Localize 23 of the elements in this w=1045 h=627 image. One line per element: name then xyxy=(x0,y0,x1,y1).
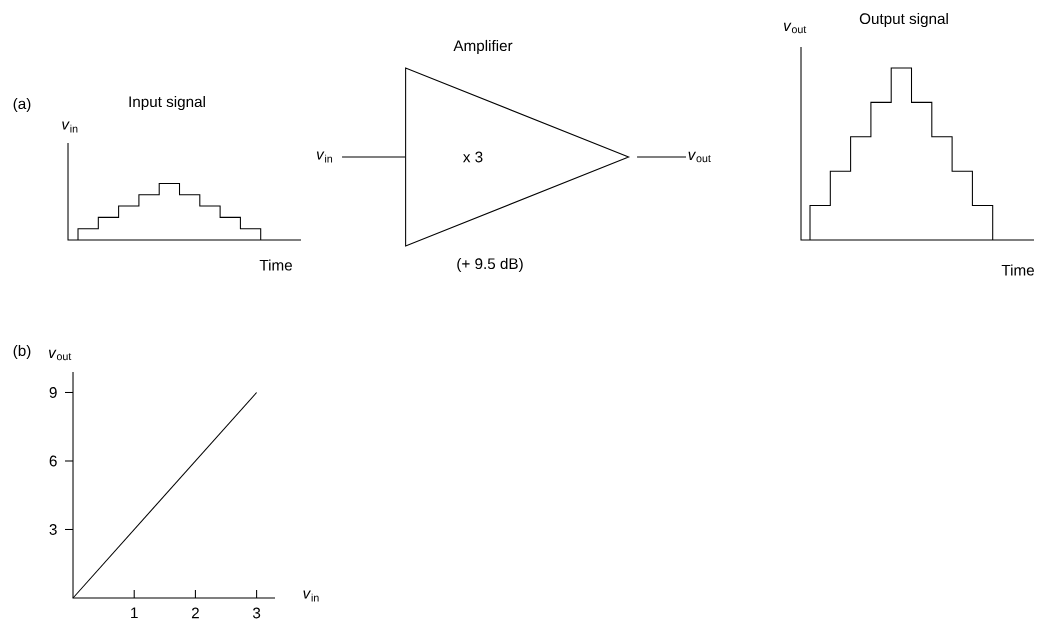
signal-wire xyxy=(341,156,406,158)
tick-label: 3 xyxy=(49,524,57,535)
axis-label: Time xyxy=(259,259,292,271)
tick-label: 2 xyxy=(191,607,199,619)
tick-label: 9 xyxy=(49,387,57,398)
plot-title: Input signal xyxy=(129,95,205,111)
tick-label: 3 xyxy=(252,607,261,619)
plot-title: Output signal xyxy=(859,12,948,28)
axis-label: Time xyxy=(1001,264,1034,276)
amplifier-title: Amplifier xyxy=(453,39,513,55)
gain-db-label: (+ 9.5 dB) xyxy=(457,257,523,273)
signal-label: v$_{in}$ xyxy=(316,151,333,163)
gain-label: x 3 xyxy=(463,151,483,163)
tick-label: 1 xyxy=(131,607,138,619)
signal-label: v$_{out}$ xyxy=(688,151,711,163)
panel-label: (b) xyxy=(13,344,31,360)
axis-label: v$_{in}$ xyxy=(62,121,78,133)
axis-label: v$_{in}$ xyxy=(303,590,319,602)
panel-label: (a) xyxy=(13,97,31,113)
signal-wire xyxy=(636,156,687,158)
axis-label: v$_{out}$ xyxy=(48,349,72,361)
tick-label: 6 xyxy=(49,455,57,467)
axis-label: v$_{out}$ xyxy=(783,22,807,34)
